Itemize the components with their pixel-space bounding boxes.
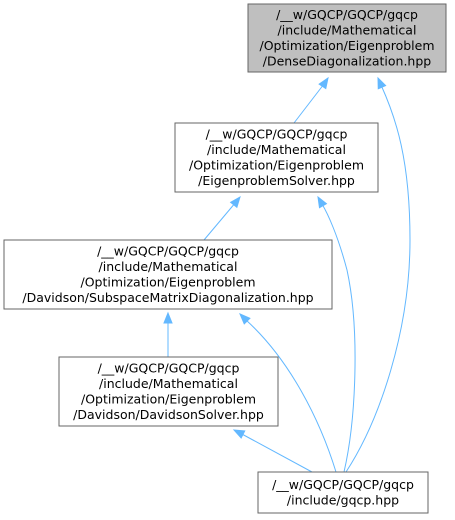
node-label-line: /include/gqcp.hpp xyxy=(287,493,399,508)
edge-eigenproblem-solver-to-dense-diagonalization xyxy=(293,76,329,124)
edge-line xyxy=(345,84,411,473)
arrowhead xyxy=(317,195,328,209)
arrowhead xyxy=(239,313,251,325)
edge-gqcp-hpp-to-eigenproblem-solver xyxy=(317,195,356,473)
arrowhead xyxy=(163,311,173,324)
edge-line xyxy=(293,83,325,124)
node-label-line: /__w/GQCP/GQCP/gqcp xyxy=(272,477,414,492)
node-dense-diagonalization[interactable]: /__w/GQCP/GQCP/gqcp/include/Mathematical… xyxy=(247,3,447,73)
node-label-line: /Optimization/Eigenproblem xyxy=(259,38,434,53)
node-label-line: /include/Mathematical xyxy=(99,376,238,391)
node-label-line: /Davidson/DavidsonSolver.hpp xyxy=(73,407,264,422)
edge-gqcp-hpp-to-davidson-solver xyxy=(232,429,313,473)
node-label-line: /EigenproblemSolver.hpp xyxy=(198,173,355,188)
node-gqcp-hpp[interactable]: /__w/GQCP/GQCP/gqcp/include/gqcp.hpp xyxy=(257,471,429,514)
edge-davidson-solver-to-subspace-matrix-diagonalization xyxy=(163,311,173,357)
node-label-line: /Optimization/Eigenproblem xyxy=(81,392,256,407)
node-label-line: /Optimization/Eigenproblem xyxy=(80,275,255,290)
arrowhead xyxy=(377,76,387,90)
node-label-line: /Optimization/Eigenproblem xyxy=(189,158,364,173)
edge-line xyxy=(239,432,313,473)
node-box xyxy=(3,239,333,310)
node-box xyxy=(174,122,379,193)
node-subspace-matrix-diagonalization[interactable]: /__w/GQCP/GQCP/gqcp/include/Mathematical… xyxy=(3,239,333,310)
node-davidson-solver[interactable]: /__w/GQCP/GQCP/gqcp/include/Mathematical… xyxy=(58,356,279,427)
node-label-line: /__w/GQCP/GQCP/gqcp xyxy=(98,361,240,376)
edge-gqcp-hpp-to-dense-diagonalization xyxy=(345,76,411,473)
edge-line xyxy=(245,319,337,473)
edge-subspace-matrix-diagonalization-to-eigenproblem-solver xyxy=(203,195,241,241)
node-box xyxy=(257,471,429,514)
node-label-line: /include/Mathematical xyxy=(99,259,238,274)
node-label-line: /Davidson/SubspaceMatrixDiagonalization.… xyxy=(22,290,313,305)
edge-line xyxy=(203,201,237,241)
node-label-line: /__w/GQCP/GQCP/gqcp xyxy=(206,127,348,142)
edge-gqcp-hpp-to-subspace-matrix-diagonalization xyxy=(239,313,337,473)
arrowhead xyxy=(229,195,241,209)
node-label-line: /__w/GQCP/GQCP/gqcp xyxy=(276,7,418,22)
arrowhead xyxy=(232,429,246,439)
node-label-line: /DenseDiagonalization.hpp xyxy=(263,54,432,69)
arrowhead xyxy=(318,76,329,90)
edge-line xyxy=(321,203,356,473)
edges-layer xyxy=(163,76,411,473)
node-box xyxy=(58,356,279,427)
node-label-line: /include/Mathematical xyxy=(278,23,417,38)
node-label-line: /__w/GQCP/GQCP/gqcp xyxy=(97,244,239,259)
node-box xyxy=(247,3,447,73)
node-eigenproblem-solver[interactable]: /__w/GQCP/GQCP/gqcp/include/Mathematical… xyxy=(174,122,379,193)
node-label-line: /include/Mathematical xyxy=(207,142,346,157)
nodes-layer: /__w/GQCP/GQCP/gqcp/include/Mathematical… xyxy=(3,3,447,514)
